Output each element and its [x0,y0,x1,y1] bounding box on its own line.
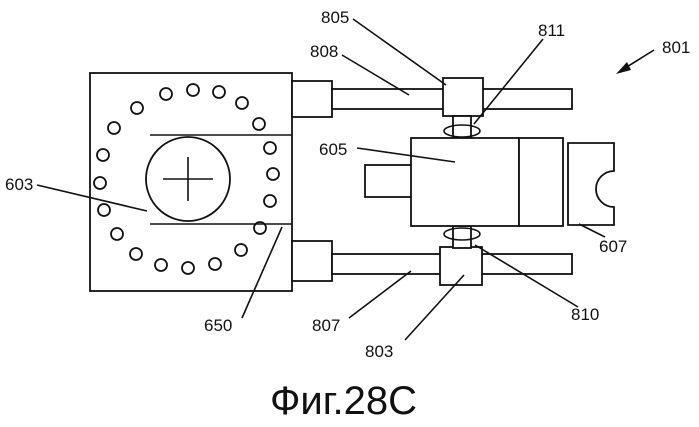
label-607: 607 [599,237,627,256]
label-807: 807 [312,316,340,335]
shaft-811 [444,116,480,138]
label-801: 801 [662,38,690,57]
rail-808 [292,78,572,117]
shaft-810 [444,226,480,248]
housing-603 [90,73,292,291]
label-808: 808 [310,42,338,61]
figure-caption: Фиг.28C [270,379,417,423]
central-unit-605 [365,138,563,226]
label-805: 805 [321,8,349,27]
label-811: 811 [538,21,565,40]
label-603: 603 [5,175,33,194]
gripper-607 [568,143,614,225]
label-810: 810 [571,305,599,324]
arrow-801 [616,50,654,74]
label-605: 605 [319,140,347,159]
label-803: 803 [365,342,393,361]
label-650: 650 [204,316,232,335]
